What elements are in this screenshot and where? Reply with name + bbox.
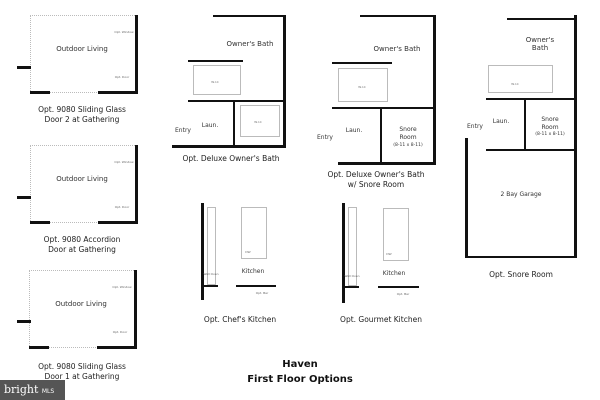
wic-label: W.I.C xyxy=(211,80,219,84)
dishwasher-label: DW xyxy=(245,250,251,254)
laundry-label: Laun. xyxy=(492,118,510,125)
caption: Opt. Snore Room xyxy=(489,270,553,279)
kitchen-label: Kitchen xyxy=(241,268,265,275)
owners-bath-label: Owner's Bath xyxy=(373,45,421,53)
wic-label: W.I.C xyxy=(358,85,366,89)
door-label: Opt. Door xyxy=(114,205,130,209)
wall xyxy=(507,18,577,20)
caption: Opt. Chef's Kitchen xyxy=(203,315,277,324)
wall xyxy=(344,286,359,288)
caption: Opt. Deluxe Owner's Bath xyxy=(182,154,280,163)
wall xyxy=(332,107,434,109)
wall xyxy=(486,98,576,100)
wic-closet xyxy=(193,65,241,95)
wall xyxy=(98,221,138,224)
island xyxy=(383,208,409,261)
wic-closet xyxy=(338,68,388,102)
wall xyxy=(338,162,436,165)
wall xyxy=(17,320,31,323)
wall xyxy=(378,286,419,288)
wall xyxy=(135,15,138,93)
window-label: Opt. Window xyxy=(114,30,134,34)
wall xyxy=(465,138,468,258)
wall xyxy=(134,270,137,348)
snore-room-label: Snore Room xyxy=(399,126,417,141)
wall xyxy=(201,203,204,300)
entry-label: Entry xyxy=(175,127,191,134)
window-label: Opt. Window xyxy=(114,160,134,164)
wall xyxy=(574,15,577,258)
wic-closet xyxy=(240,105,280,137)
caption: Opt. Gourmet Kitchen xyxy=(340,315,422,324)
wall xyxy=(203,285,218,287)
wall xyxy=(30,91,50,94)
wall xyxy=(283,15,286,148)
wall xyxy=(433,15,436,165)
bar-label: Opt. Bar xyxy=(396,292,410,296)
logo-text: bright xyxy=(4,383,39,396)
wall xyxy=(98,91,138,94)
wall xyxy=(233,102,235,147)
outdoor-room-outline xyxy=(29,270,136,348)
window-label: Opt. Window xyxy=(112,285,132,289)
snore-room-dimensions: (8-11 x 8-11) xyxy=(535,132,565,137)
wall xyxy=(188,100,284,102)
wall-oven-label: Wall Oven xyxy=(203,272,219,276)
kitchen-label: Kitchen xyxy=(382,270,406,277)
title-subtitle: First Floor Options xyxy=(247,374,353,385)
laundry-label: Laun. xyxy=(345,127,363,134)
room-label: Outdoor Living xyxy=(56,175,108,183)
bar-label: Opt. Bar xyxy=(255,291,269,295)
island xyxy=(241,207,267,259)
door-label: Opt. Door xyxy=(112,330,128,334)
garage-label: 2 Bay Garage xyxy=(500,191,542,198)
wic-closet xyxy=(488,65,553,93)
wall xyxy=(172,145,286,148)
wall xyxy=(360,15,436,17)
door-label: Opt. Door xyxy=(114,75,130,79)
entry-label: Entry xyxy=(317,134,333,141)
wall xyxy=(30,221,50,224)
outdoor-room-outline xyxy=(30,145,137,223)
wall xyxy=(524,100,526,150)
counter xyxy=(348,207,357,286)
wall xyxy=(135,145,138,223)
wall xyxy=(213,15,286,17)
bright-mls-logo: bright MLS xyxy=(0,380,65,400)
room-label: Outdoor Living xyxy=(56,45,108,53)
snore-room-label: Snore Room xyxy=(541,116,559,131)
owners-bath-label: Owner's Bath xyxy=(525,36,555,52)
wall xyxy=(97,346,137,349)
dishwasher-label: DW xyxy=(386,252,392,256)
wall xyxy=(17,196,31,199)
counter xyxy=(207,207,216,285)
title-haven: Haven xyxy=(282,359,318,370)
laundry-label: Laun. xyxy=(201,122,219,129)
logo-suffix: MLS xyxy=(41,388,55,395)
room-label: Outdoor Living xyxy=(55,300,107,308)
wall xyxy=(17,66,31,69)
owners-bath-label: Owner's Bath xyxy=(226,40,274,48)
wall-oven-label: Wall Oven xyxy=(344,274,360,278)
snore-room-dimensions: (8-11 x 8-11) xyxy=(393,143,423,148)
outdoor-room-outline xyxy=(30,15,137,93)
wall xyxy=(236,285,276,287)
wic-label: W.I.C xyxy=(254,120,262,124)
wic-label: W.I.C xyxy=(511,82,519,86)
entry-label: Entry xyxy=(467,123,483,130)
wall xyxy=(342,203,345,303)
wall xyxy=(467,256,577,258)
wall xyxy=(29,346,49,349)
wall xyxy=(332,62,392,64)
wall xyxy=(486,149,576,151)
wall xyxy=(380,109,382,164)
wall xyxy=(188,60,243,62)
